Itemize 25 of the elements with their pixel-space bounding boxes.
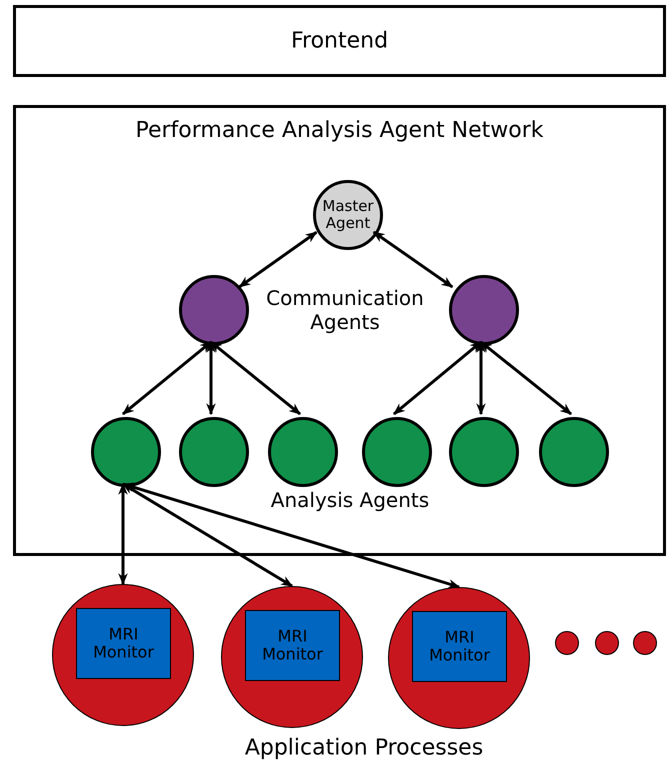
arrow — [206, 340, 216, 416]
node-label: MRI Monitor — [92, 625, 155, 662]
arrow — [118, 482, 128, 586]
arrow — [122, 482, 294, 588]
frontend-box — [13, 5, 666, 77]
group-label: Analysis Agents — [270, 488, 430, 512]
arrow — [480, 340, 572, 416]
node-label: MRI Monitor — [261, 627, 324, 664]
group-label: Communication Agents — [265, 286, 425, 334]
arrow — [122, 482, 460, 588]
arrow — [476, 340, 486, 416]
arrow — [238, 231, 318, 288]
monitor-box — [412, 611, 507, 682]
node-label: Frontend — [290, 28, 390, 54]
arrow — [393, 340, 482, 416]
arrow — [122, 340, 212, 416]
arrow — [210, 340, 301, 416]
monitor-box — [76, 608, 171, 679]
arrow — [372, 230, 454, 288]
group-label: Application Processes — [244, 736, 484, 760]
node-label: MRI Monitor — [428, 628, 491, 665]
network-panel — [13, 105, 666, 556]
node-label: Performance Analysis Agent Network — [134, 118, 544, 144]
node-label: Master Agent — [321, 198, 375, 232]
monitor-box — [245, 610, 340, 681]
